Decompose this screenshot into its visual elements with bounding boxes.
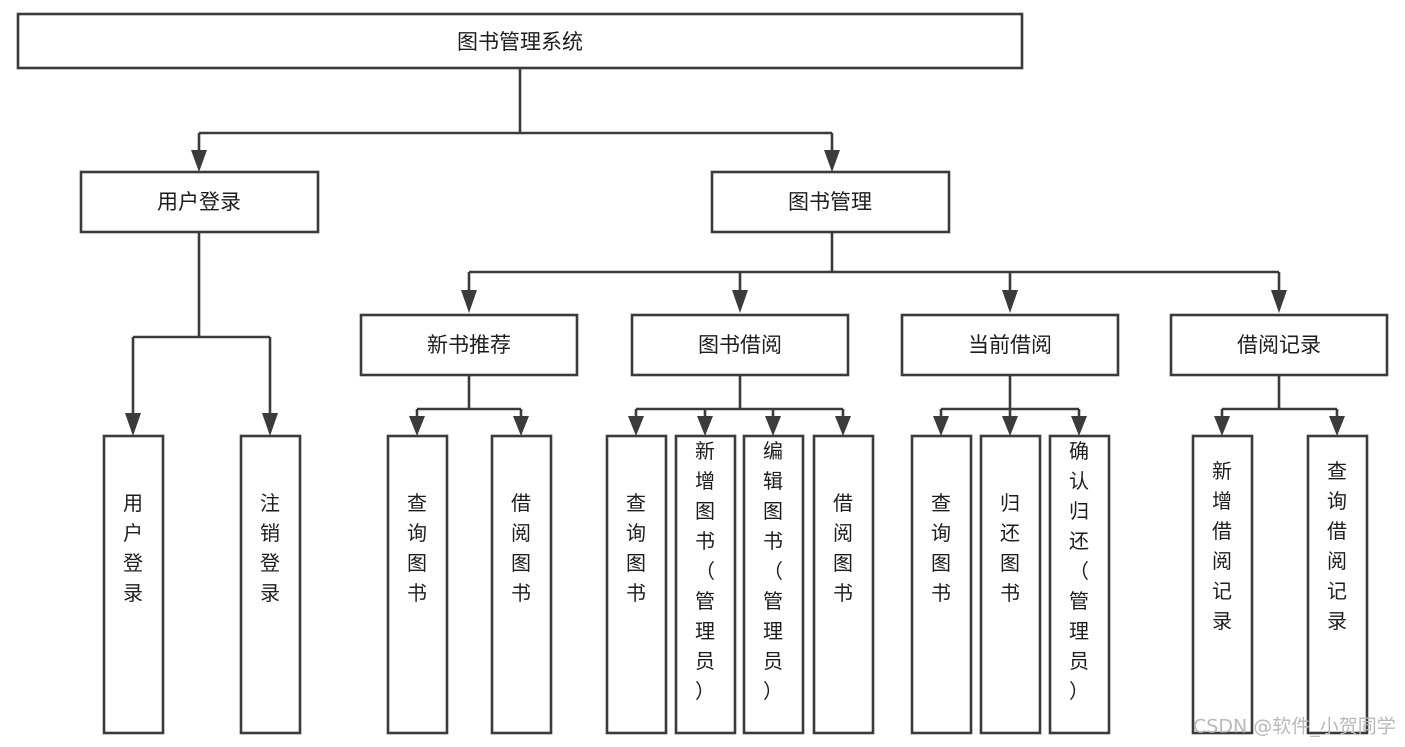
node-leaf-user-login-label: 用户登录 [123,491,143,605]
connector-group-root [191,68,840,172]
node-leaf-confirm-return-label: 确认归还（管理员） [1069,439,1089,703]
node-book-manage-box[interactable] [710,170,951,234]
node-leaf-borrow-book-2-label: 借阅图书 [833,491,853,605]
node-leaf-borrow-book-1-label: 借阅图书 [511,491,531,605]
node-leaf-query-record-label: 查询借阅记录 [1327,459,1347,633]
node-new-book-recommend-box[interactable] [359,313,579,377]
node-leaf-user-logout-box[interactable] [239,434,302,735]
node-current-borrow-label: 当前借阅 [968,333,1052,357]
arrow-head-user-login [191,150,207,172]
node-leaf-edit-book-box[interactable] [742,434,805,735]
arrow-head-leaf-user-logout [262,413,278,436]
arrow-head-book-borrow [732,290,748,313]
node-borrow-record[interactable]: 借阅记录 [1169,313,1389,377]
node-current-borrow[interactable]: 当前借阅 [900,313,1120,377]
node-leaf-user-logout[interactable]: 注销登录 [239,434,302,735]
arrow-head-leaf-user-login [125,413,141,436]
node-leaf-add-book-box[interactable] [674,434,737,735]
node-leaf-return-book-box[interactable] [979,434,1042,735]
node-leaf-confirm-return-box[interactable] [1048,434,1111,735]
node-leaf-query-book-3[interactable]: 查询图书 [910,434,973,735]
arrow-head-leaf-edit-book [765,416,781,436]
arrow-head-leaf-borrow-book-1 [513,416,529,436]
node-leaf-query-book-1-box[interactable] [386,434,449,735]
node-leaf-query-book-2[interactable]: 查询图书 [605,434,668,735]
node-book-borrow-box[interactable] [630,313,850,377]
node-borrow-record-label: 借阅记录 [1237,333,1321,357]
arrow-head-leaf-query-record [1329,416,1345,436]
arrow-head-leaf-query-book-2 [628,416,644,436]
node-new-book-recommend[interactable]: 新书推荐 [359,313,579,377]
node-user-login-box[interactable] [79,170,320,234]
node-leaf-user-logout-label: 注销登录 [260,491,280,605]
node-leaf-query-record[interactable]: 查询借阅记录 [1306,434,1369,735]
node-leaf-query-book-1-label: 查询图书 [407,491,427,605]
node-root-label: 图书管理系统 [457,30,583,54]
node-leaf-edit-book-label: 编辑图书（管理员） [763,439,783,703]
node-leaf-add-book-label: 新增图书（管理员） [695,439,715,703]
node-leaf-borrow-book-1-box[interactable] [490,434,553,735]
connector-group-book-manage [461,232,1287,313]
connector-group-new-book-recommend [409,375,529,436]
arrow-head-leaf-return-book [1002,416,1018,436]
connector-group-book-borrow [628,375,851,436]
node-leaf-return-book[interactable]: 归还图书 [979,434,1042,735]
node-book-manage-label: 图书管理 [788,190,872,214]
arrow-head-borrow-record [1271,290,1287,313]
arrow-head-leaf-borrow-book-2 [835,416,851,436]
arrow-head-leaf-query-book-3 [933,416,949,436]
node-leaf-query-book-2-label: 查询图书 [626,491,646,605]
node-leaf-borrow-book-2[interactable]: 借阅图书 [812,434,875,735]
arrow-head-leaf-add-book [697,416,713,436]
connector-group-borrow-record [1214,375,1345,436]
node-user-login[interactable]: 用户登录 [79,170,320,234]
node-leaf-query-record-box[interactable] [1306,434,1369,735]
node-user-login-label: 用户登录 [157,190,241,214]
node-new-book-recommend-label: 新书推荐 [427,333,511,357]
arrow-head-new-book-recommend [461,290,477,313]
node-leaf-query-book-1[interactable]: 查询图书 [386,434,449,735]
connector-group-current-borrow [933,375,1087,436]
node-leaf-user-login-box[interactable] [102,434,165,735]
node-leaf-add-record-label: 新增借阅记录 [1212,459,1232,633]
arrow-head-leaf-query-book-1 [409,416,425,436]
node-leaf-edit-book[interactable]: 编辑图书（管理员） [742,434,805,735]
node-leaf-query-book-2-box[interactable] [605,434,668,735]
node-leaf-user-login[interactable]: 用户登录 [102,434,165,735]
arrow-head-book-manage [824,150,840,172]
node-book-manage[interactable]: 图书管理 [710,170,951,234]
node-leaf-add-record-box[interactable] [1191,434,1254,735]
arrow-head-current-borrow [1002,290,1018,313]
connector-group-user-login [125,232,278,436]
watermark-label: CSDN @软件_小贺同学 [1193,716,1396,738]
node-leaf-confirm-return[interactable]: 确认归还（管理员） [1048,434,1111,735]
arrow-head-leaf-confirm-return [1071,416,1087,436]
node-leaf-return-book-label: 归还图书 [1000,491,1020,605]
node-book-borrow-label: 图书借阅 [698,333,782,357]
node-leaf-query-book-3-box[interactable] [910,434,973,735]
node-borrow-record-box[interactable] [1169,313,1389,377]
node-leaf-add-book[interactable]: 新增图书（管理员） [674,434,737,735]
node-root-box[interactable] [16,12,1024,70]
node-leaf-query-book-3-label: 查询图书 [931,491,951,605]
node-leaf-borrow-book-2-box[interactable] [812,434,875,735]
node-leaf-borrow-book-1[interactable]: 借阅图书 [490,434,553,735]
arrow-head-leaf-add-record [1214,416,1230,436]
node-root[interactable]: 图书管理系统 [16,12,1024,70]
node-leaf-add-record[interactable]: 新增借阅记录 [1191,434,1254,735]
node-current-borrow-box[interactable] [900,313,1120,377]
node-book-borrow[interactable]: 图书借阅 [630,313,850,377]
